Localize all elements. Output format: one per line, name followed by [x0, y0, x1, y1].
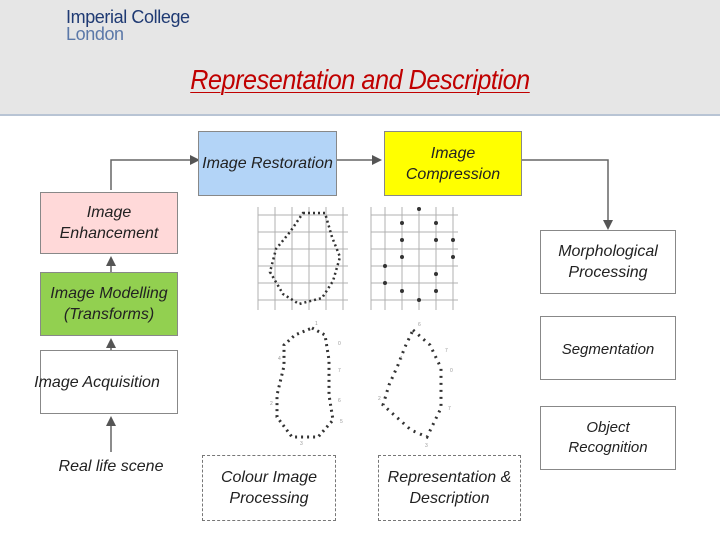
svg-text:3: 3 — [425, 443, 428, 449]
arrow-to-morphological — [522, 159, 613, 230]
chain-code-shape-1: 1 0 7 6 5 4 2 3 — [270, 321, 343, 447]
colour-image-processing-label: Colour Image Processing — [220, 469, 318, 507]
svg-text:0: 0 — [338, 341, 341, 347]
logo-line-2: London — [66, 24, 124, 44]
svg-text:1: 1 — [400, 356, 403, 362]
slide-title: Representation and Description — [190, 64, 530, 95]
image-modelling-box: Image Modelling (Transforms) — [40, 272, 178, 336]
svg-text:0: 0 — [450, 368, 453, 374]
image-enhancement-label: Image Enhancement — [59, 204, 159, 242]
image-restoration-label: Image Restoration — [202, 155, 333, 172]
object-recognition-box: Object Recognition — [540, 406, 676, 470]
svg-text:3: 3 — [300, 441, 303, 447]
logo-line-1: Imperial College — [66, 7, 190, 27]
morphological-processing-label: Morphological Processing — [558, 243, 658, 281]
svg-text:2: 2 — [270, 401, 273, 407]
representation-description-box: Representation & Description — [378, 455, 521, 521]
svg-text:4: 4 — [278, 356, 281, 362]
svg-text:6: 6 — [338, 398, 341, 404]
image-restoration-box: Image Restoration — [198, 131, 337, 196]
segmentation-label: Segmentation — [561, 341, 655, 358]
svg-text:7: 7 — [448, 406, 451, 412]
image-modelling-label: Image Modelling (Transforms) — [50, 285, 168, 323]
flow-arrows — [106, 155, 613, 452]
grid-image-points — [370, 207, 458, 310]
representation-description-label: Representation & Description — [387, 469, 512, 507]
real-life-scene-label: Real life scene — [58, 458, 164, 475]
image-enhancement-box: Image Enhancement — [40, 192, 178, 254]
image-acquisition-box: Image Acquisition — [34, 350, 178, 414]
morphological-processing-box: Morphological Processing — [540, 230, 676, 294]
svg-text:2: 2 — [378, 396, 381, 402]
image-compression-label: Image Compression — [405, 144, 501, 183]
grid-image-boundary — [257, 207, 348, 310]
chain-code-shape-2: 6 7 0 7 1 2 3 — [378, 322, 453, 449]
image-compression-box: Image Compression — [384, 131, 522, 196]
svg-text:6: 6 — [418, 322, 421, 328]
header-banner: Imperial College London Representation a… — [0, 0, 720, 116]
object-recognition-label: Object Recognition — [568, 419, 648, 456]
colour-image-processing-box: Colour Image Processing — [202, 455, 336, 521]
arrow-to-restoration — [110, 155, 200, 190]
segmentation-box: Segmentation — [540, 316, 676, 380]
svg-text:7: 7 — [445, 348, 448, 354]
svg-text:7: 7 — [338, 368, 341, 374]
image-acquisition-label: Image Acquisition — [34, 373, 160, 391]
svg-text:5: 5 — [340, 419, 343, 425]
svg-text:1: 1 — [315, 321, 318, 327]
imperial-college-logo: Imperial College London — [66, 7, 190, 44]
